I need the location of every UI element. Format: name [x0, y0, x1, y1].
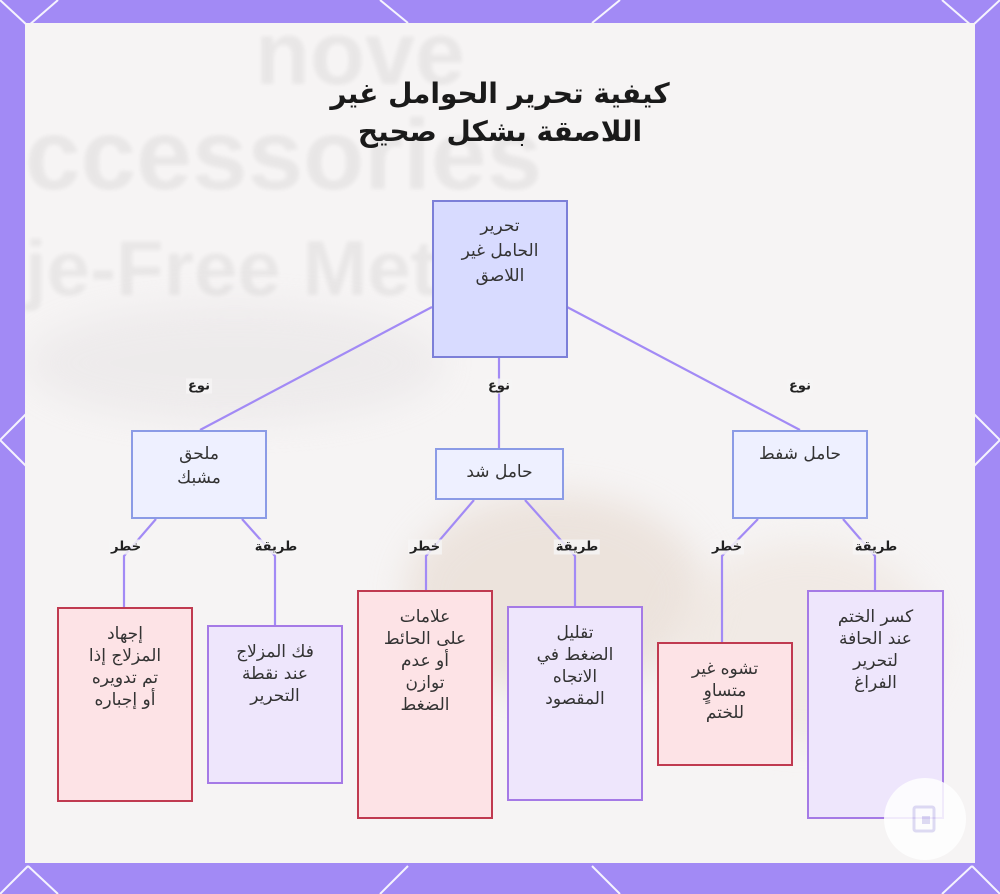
node-text-line: المقصود: [545, 689, 605, 709]
title-line: اللاصقة بشكل صحيح: [357, 115, 643, 148]
node-root: تحرير الحامل غير اللاصق: [432, 200, 568, 358]
edge-label-risk: خطر: [108, 539, 144, 555]
node-text-line: حامل شد: [466, 462, 533, 482]
node-text-line: حامل شفط: [758, 444, 842, 464]
node-tension-method: تقليل الضغط في الاتجاه المقصود: [507, 606, 643, 801]
edge-label-risk: خطر: [709, 539, 745, 555]
background-blob: [25, 303, 445, 423]
node-text-line: فك المزلاج: [236, 642, 314, 662]
background-watermark-text: ccessories: [25, 99, 543, 211]
node-text-line: مشبك: [177, 468, 221, 488]
edge-label-method: طريقة: [553, 539, 601, 555]
edge-root-to-clip: [199, 306, 433, 431]
background-watermark-text: nove: [255, 23, 466, 104]
node-text-line: لتحرير: [853, 651, 898, 671]
node-text-line: متساوٍ: [703, 681, 747, 701]
brand-logo-icon: [884, 778, 966, 860]
node-text-line: للختم: [705, 703, 745, 723]
node-clip-accessory: ملحق مشبك: [131, 430, 267, 519]
node-clip-method: فك المزلاج عند نقطة التحرير: [207, 625, 343, 784]
node-text-line: ملحق: [179, 444, 219, 464]
node-text-line: تم تدويره: [91, 668, 159, 688]
node-text-line: الحامل غير: [461, 241, 539, 261]
node-text-line: الفراغ: [854, 673, 897, 693]
edge-label-type: نوع: [787, 378, 813, 394]
edge-root-to-suction: [566, 306, 801, 431]
title-line: كيفية تحرير الحوامل غير: [330, 77, 670, 110]
node-text-line: علامات: [399, 607, 451, 627]
node-text-line: المزلاج إذا: [88, 646, 162, 666]
node-tension-mount: حامل شد: [435, 448, 564, 500]
edge-suction-to-method: [842, 518, 877, 590]
edge-label-method: طريقة: [252, 539, 300, 555]
node-text-line: تقليل: [556, 623, 594, 643]
node-text-line: توازن: [405, 673, 445, 693]
edge-suction-to-risk: [720, 518, 759, 642]
edge-label-risk: خطر: [407, 539, 443, 555]
edge-label-method: طريقة: [852, 539, 900, 555]
edge-clip-to-method: [241, 518, 277, 625]
node-text-line: الاتجاه: [552, 667, 598, 687]
node-text-line: على الحائط: [383, 629, 467, 649]
edge-label-type: نوع: [486, 378, 512, 394]
node-text-line: إجهاد: [107, 624, 143, 644]
node-suction-risk: تشوه غير متساوٍ للختم: [657, 642, 793, 766]
node-text-line: اللاصق: [475, 266, 525, 286]
node-text-line: أو عدم: [401, 651, 449, 671]
edge-label-type: نوع: [186, 378, 212, 394]
edge-tension-to-risk: [424, 499, 475, 590]
node-text-line: أو إجباره: [94, 690, 156, 710]
node-text-line: عند الحافة: [839, 629, 912, 649]
node-clip-risk: إجهاد المزلاج إذا تم تدويره أو إجباره: [57, 607, 193, 802]
logo-glyph-icon: [912, 805, 936, 833]
node-text-line: الضغط في: [536, 645, 614, 665]
edge-clip-to-risk: [122, 518, 157, 607]
node-text-line: تشوه غير: [691, 659, 759, 679]
background-watermark-text: je-Free Met: [25, 224, 437, 312]
edge-tension-to-method: [524, 499, 577, 606]
node-text-line: كسر الختم: [837, 607, 914, 627]
node-suction-mount: حامل شفط: [732, 430, 868, 519]
node-text-line: عند نقطة: [242, 664, 308, 684]
node-text-line: التحرير: [250, 686, 300, 706]
node-tension-risk: علامات على الحائط أو عدم توازن الضغط: [357, 590, 493, 819]
node-text-line: الضغط: [400, 695, 450, 715]
node-text-line: تحرير: [480, 216, 520, 236]
diagram-title: كيفية تحرير الحوامل غير اللاصقة بشكل صحي…: [0, 75, 1000, 151]
